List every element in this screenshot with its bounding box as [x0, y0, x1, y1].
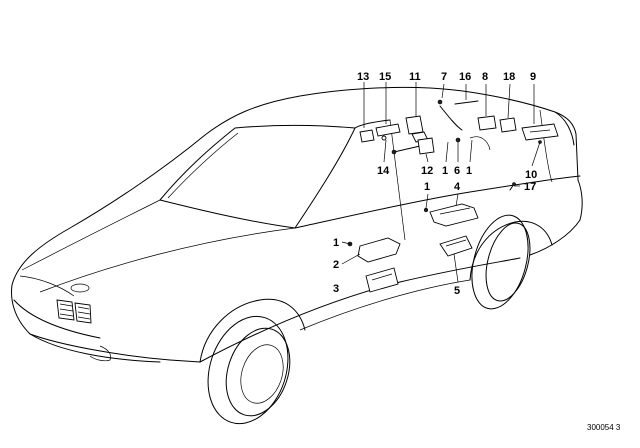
diagram-reference-number: 300054 3: [587, 423, 621, 432]
callout-1-d: 1: [333, 237, 339, 249]
callout-17: 17: [524, 181, 536, 193]
callout-5: 5: [454, 285, 460, 297]
part-16: [454, 100, 479, 105]
callout-12: 12: [421, 165, 433, 177]
callout-11: 11: [409, 71, 421, 83]
callout-14: 14: [377, 165, 390, 177]
callout-4: 4: [454, 181, 461, 193]
callout-7: 7: [441, 71, 447, 83]
part-11: [405, 115, 424, 135]
callout-15: 15: [379, 71, 391, 83]
callout-3: 3: [333, 283, 339, 295]
part-15: [375, 123, 401, 137]
callout-10: 10: [525, 169, 537, 181]
part-3: [365, 267, 399, 293]
callout-1-b: 1: [466, 165, 472, 177]
part-13: [359, 129, 375, 143]
part-14: [393, 145, 421, 153]
callout-1-a: 1: [442, 165, 448, 177]
callout-16: 16: [459, 71, 471, 83]
part-7: [437, 99, 443, 105]
part-6: [455, 137, 461, 143]
callout-13: 13: [357, 71, 369, 83]
part-9: [521, 123, 559, 141]
part-18: [499, 117, 517, 133]
callout-8: 8: [482, 71, 488, 83]
leader-lines: [341, 82, 541, 283]
callout-labels: 13 15 11 7 16 8 18 9 14 12 1 6 1 10 17 1…: [333, 71, 537, 297]
callout-1-c: 1: [424, 181, 430, 193]
callout-6: 6: [454, 165, 460, 177]
part-4: [429, 203, 479, 227]
car-outline: [11, 86, 583, 425]
kidney-grille: [56, 299, 92, 324]
parts: [347, 99, 559, 293]
part-8: [477, 115, 497, 131]
part-12: [417, 137, 435, 155]
part-2: [357, 237, 401, 263]
part-5: [439, 235, 473, 257]
callout-2: 2: [333, 259, 339, 271]
callout-18: 18: [503, 71, 515, 83]
callout-9: 9: [530, 71, 536, 83]
